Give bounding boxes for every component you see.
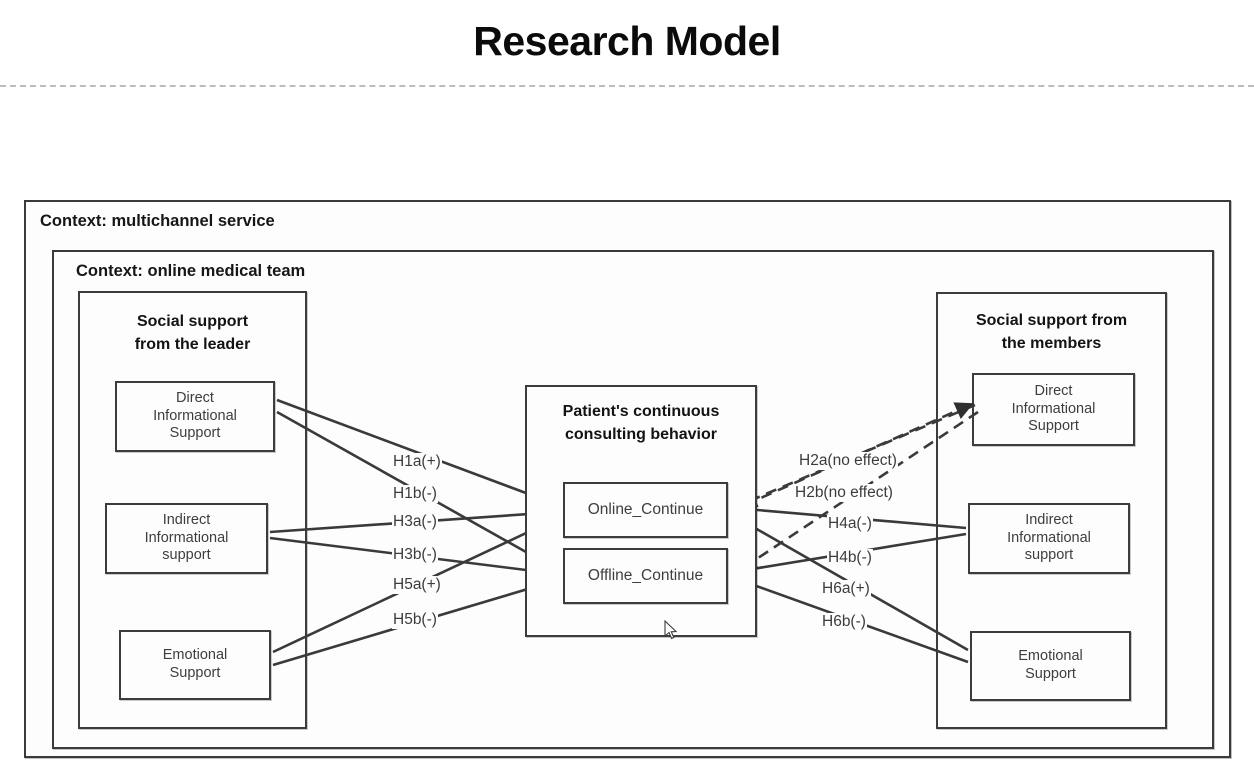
panel-right-title: Social support from the members	[936, 309, 1167, 355]
mouse-cursor-icon	[664, 620, 678, 640]
hypothesis-label-H4a: H4a(-)	[827, 515, 873, 533]
hypothesis-label-H1b: H1b(-)	[392, 485, 438, 503]
center-title: Patient's continuous consulting behavior	[525, 400, 757, 446]
panel-right-title-line1: Social support from	[975, 312, 1128, 329]
hypothesis-label-H5a: H5a(+)	[392, 576, 442, 594]
node-offline-continue-label: Offline_Continue	[587, 567, 704, 585]
hypothesis-label-H6a: H6a(+)	[821, 580, 871, 598]
title-divider	[0, 85, 1254, 87]
hypothesis-label-H3a: H3a(-)	[392, 513, 438, 531]
hypothesis-label-H3b: H3b(-)	[392, 546, 438, 564]
hypothesis-label-H2a: H2a(no effect)	[798, 452, 898, 470]
page-title: Research Model	[473, 18, 781, 64]
panel-left-title-line1: Social support	[136, 313, 249, 330]
node-online-continue[interactable]: Online_Continue	[563, 482, 728, 538]
hypothesis-label-H5b: H5b(-)	[392, 611, 438, 629]
context-multichannel-service-label: Context: multichannel service	[40, 212, 275, 230]
hypothesis-label-H6b: H6b(-)	[821, 613, 867, 631]
node-offline-continue[interactable]: Offline_Continue	[563, 548, 728, 604]
hypothesis-label-H2b: H2b(no effect)	[794, 484, 894, 502]
hypothesis-label-H4b: H4b(-)	[827, 549, 873, 567]
panel-left-title: Social support from the leader	[78, 310, 307, 356]
panel-right-title-line2: the members	[1001, 335, 1102, 353]
panel-left-title-line2: from the leader	[134, 336, 251, 354]
center-title-line2: consulting behavior	[564, 426, 717, 444]
hypothesis-label-H1a: H1a(+)	[392, 453, 442, 471]
context-online-medical-team-label: Context: online medical team	[76, 262, 306, 280]
center-title-line1: Patient's continuous	[562, 403, 720, 420]
node-online-continue-label: Online_Continue	[587, 501, 704, 519]
